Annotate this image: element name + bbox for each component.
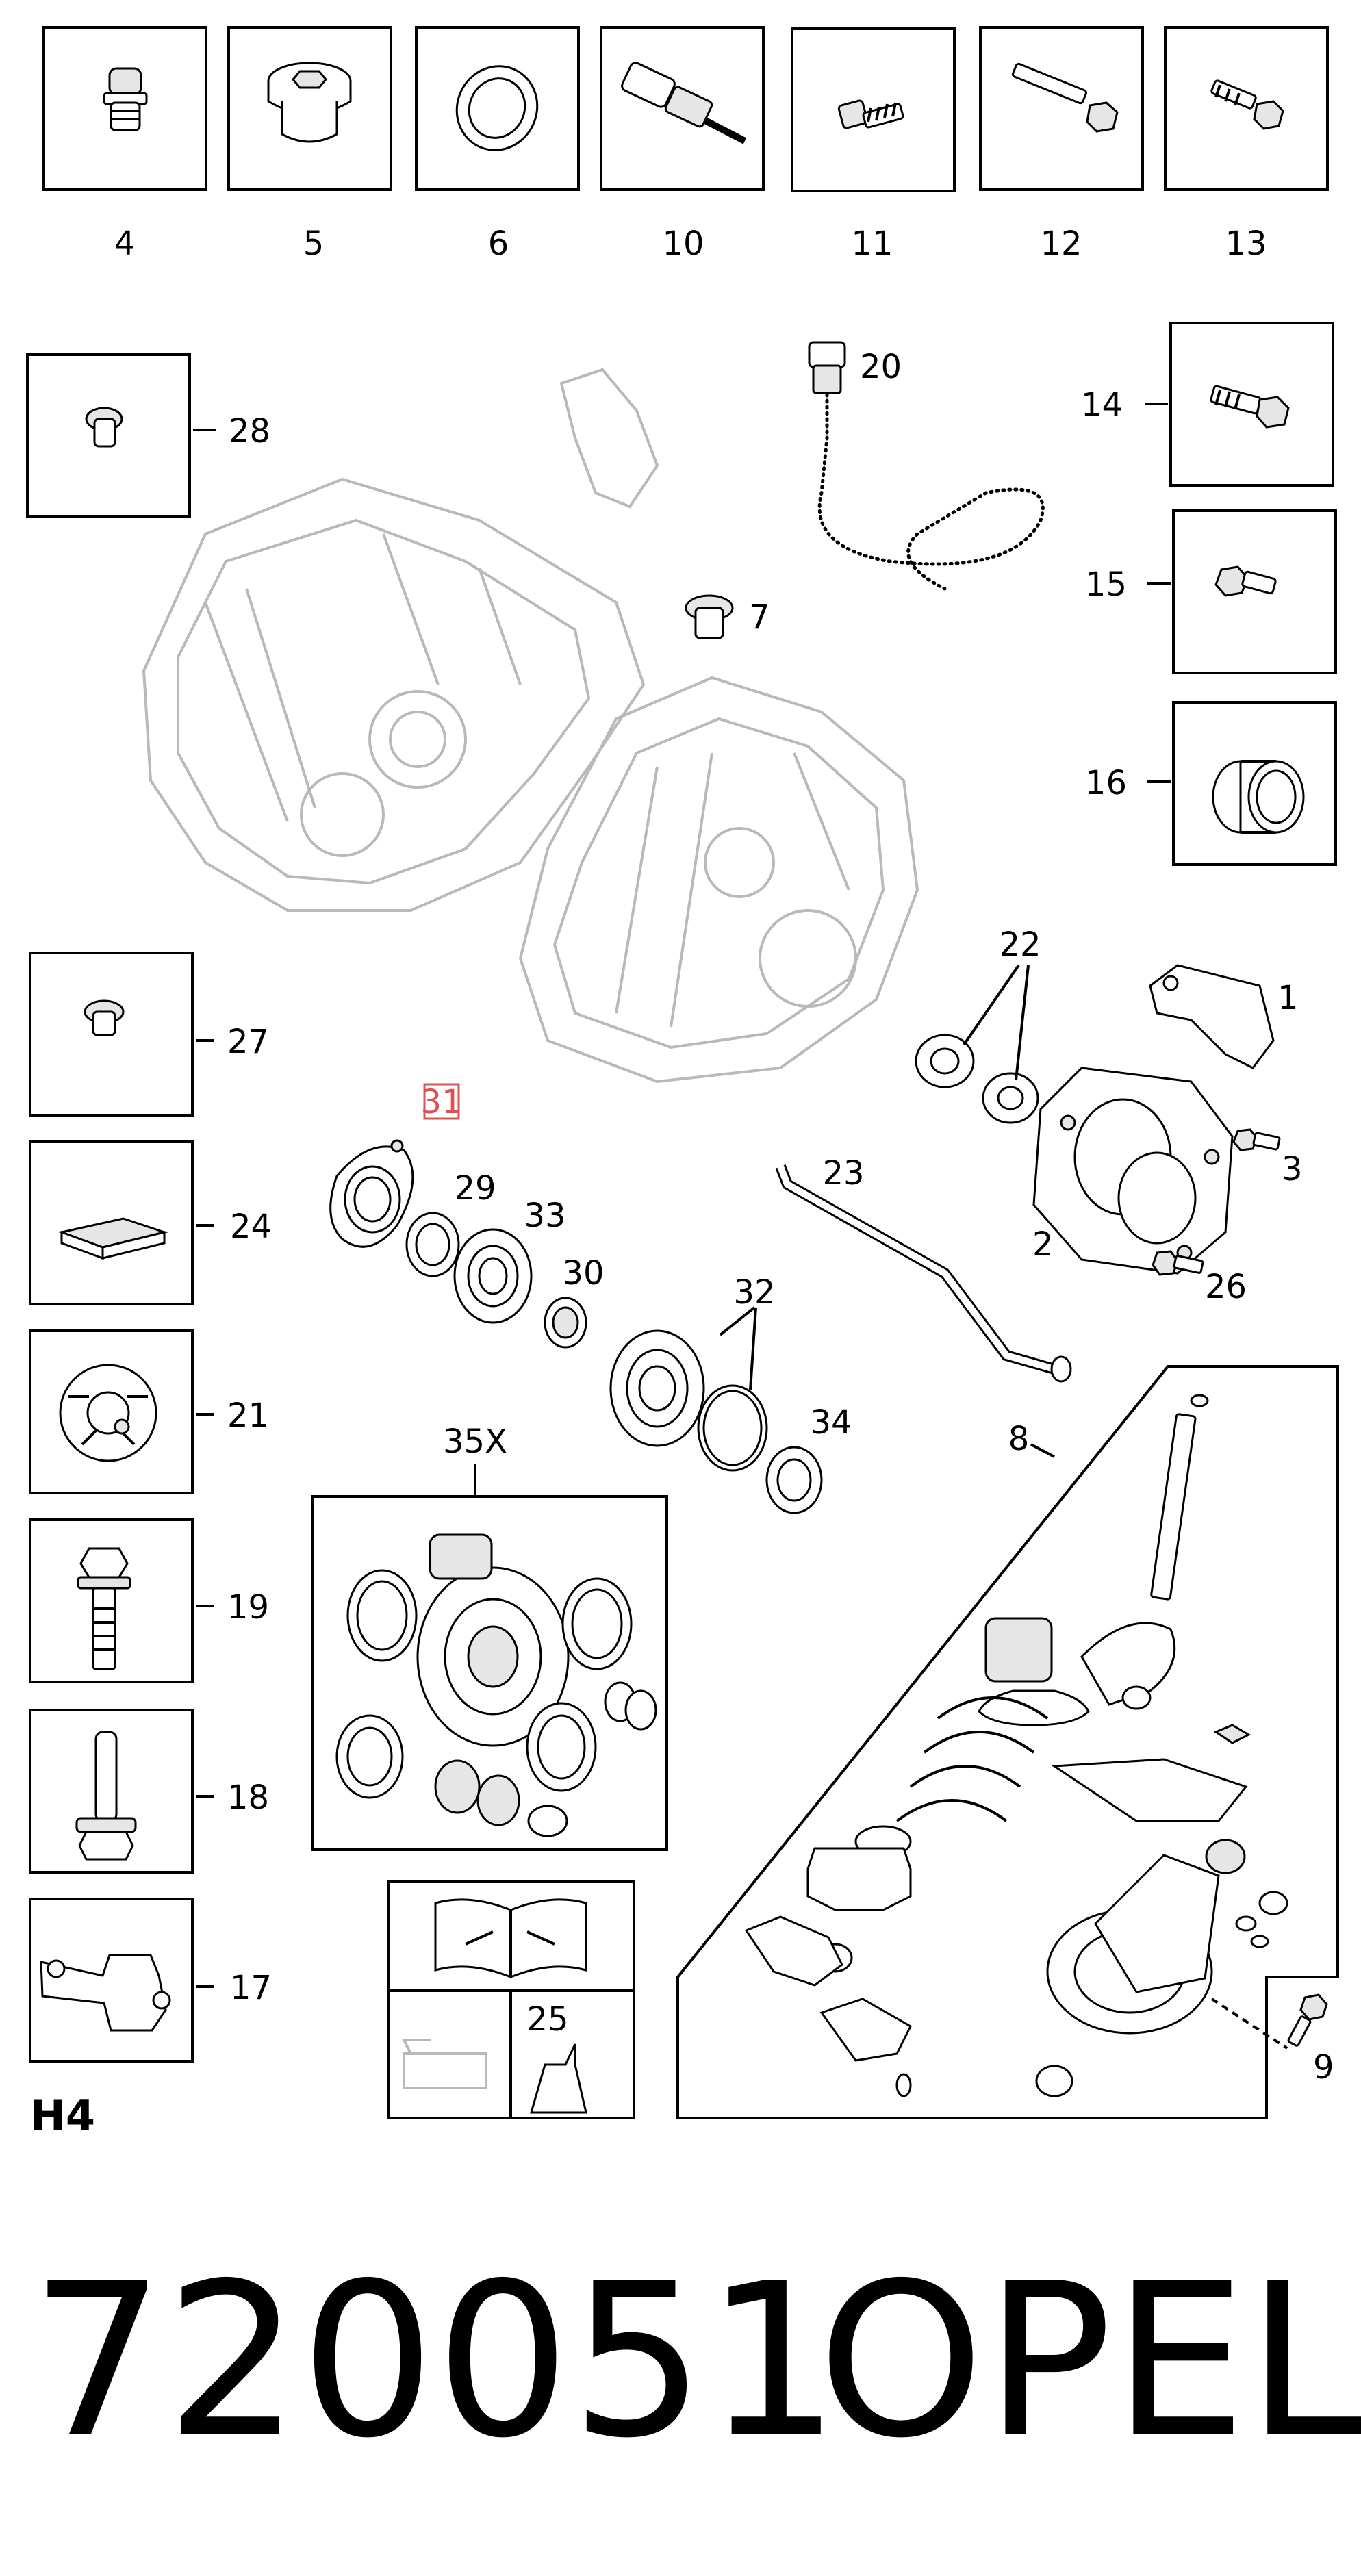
- part-box-6: [415, 26, 580, 191]
- label-part-22: 22: [999, 926, 1041, 964]
- flange-31: [329, 1139, 414, 1248]
- label-part-28: 28: [229, 412, 270, 450]
- bearing-29: [405, 1212, 460, 1277]
- section-label: H4: [30, 2091, 95, 2141]
- label-part-23: 23: [822, 1154, 864, 1193]
- label-part-2: 2: [1032, 1225, 1054, 1264]
- label-part-10: 10: [662, 225, 704, 263]
- label-part-6: 6: [488, 225, 509, 263]
- label-part-4: 4: [114, 225, 136, 263]
- label-part-25: 25: [526, 2000, 568, 2039]
- part-box-19: [29, 1518, 194, 1683]
- part-box-4: [42, 26, 207, 191]
- label-part-26: 26: [1205, 1268, 1247, 1306]
- part-box-18: [29, 1709, 194, 1874]
- label-part-19: 19: [227, 1588, 269, 1627]
- part-box-21: [29, 1329, 194, 1494]
- label-part-35x: 35X: [443, 1423, 507, 1461]
- label-part-3: 3: [1282, 1150, 1303, 1188]
- part-box-14: [1169, 322, 1334, 487]
- label-part-17: 17: [230, 1969, 272, 2007]
- needle-bearing-30: [544, 1297, 587, 1349]
- service-info-box: [387, 1880, 635, 2119]
- bolt-9: [1287, 1993, 1328, 2047]
- part-box-12: [979, 26, 1144, 191]
- part-box-17: [29, 1898, 194, 2063]
- label-part-21: 21: [227, 1397, 269, 1435]
- label-part-30: 30: [562, 1254, 604, 1292]
- label-part-27: 27: [227, 1023, 269, 1061]
- housing-cover-2: [1032, 1067, 1234, 1275]
- clutch-housing-ghost: [142, 477, 646, 912]
- part-31-highlight-box: [423, 1083, 460, 1120]
- label-part-20: 20: [860, 348, 902, 386]
- label-part-9: 9: [1313, 2048, 1334, 2087]
- part-box-11: [791, 27, 956, 192]
- bearing-32: [609, 1306, 768, 1472]
- sealant-bottle-icon: [530, 2043, 587, 2114]
- shim-22: [915, 964, 1039, 1124]
- part-box-16: [1172, 701, 1337, 866]
- synchro-kit-box-35x: [311, 1495, 668, 1851]
- label-part-33: 33: [524, 1197, 565, 1235]
- label-part-5: 5: [303, 225, 325, 263]
- oil-can-ghost-icon: [401, 2039, 487, 2089]
- shift-mechanism-parts: [744, 1394, 1288, 2097]
- part-box-27: [29, 952, 194, 1117]
- label-part-13: 13: [1225, 225, 1267, 263]
- plug-7: [685, 594, 734, 639]
- bearing-33: [453, 1228, 533, 1324]
- brand-name: OPEL: [817, 2238, 1361, 2485]
- label-part-16: 16: [1085, 764, 1127, 802]
- part-box-28: [26, 353, 191, 518]
- label-part-34: 34: [810, 1403, 852, 1442]
- bearing-34: [765, 1446, 823, 1514]
- label-part-1: 1: [1277, 979, 1299, 1017]
- label-part-15: 15: [1085, 565, 1127, 604]
- label-part-11: 11: [851, 225, 893, 263]
- label-part-24: 24: [230, 1208, 272, 1246]
- part-box-15: [1172, 509, 1337, 674]
- shift-mechanism-frame-8: [676, 1365, 1339, 2119]
- bracket-ghost: [559, 368, 659, 509]
- label-part-31: 31: [420, 1083, 462, 1121]
- shift-rod-23: [775, 1164, 1072, 1383]
- label-part-8: 8: [1008, 1420, 1030, 1458]
- label-part-7: 7: [749, 598, 770, 637]
- catalog-number: 720051: [30, 2238, 840, 2485]
- part-box-10: [600, 26, 765, 191]
- transmission-case-ghost: [518, 676, 919, 1084]
- label-part-32: 32: [733, 1273, 775, 1312]
- part-box-5: [227, 26, 392, 191]
- part-box-24: [29, 1140, 194, 1305]
- cover-plate-1: [1149, 964, 1275, 1069]
- part-box-13: [1164, 26, 1329, 191]
- wrench-icon: [465, 1930, 555, 1946]
- label-part-12: 12: [1040, 225, 1082, 263]
- label-part-29: 29: [454, 1169, 496, 1208]
- label-part-14: 14: [1081, 386, 1123, 424]
- bolt-3: [1232, 1128, 1281, 1151]
- bolt-26: [1152, 1250, 1204, 1276]
- label-part-18: 18: [227, 1778, 269, 1817]
- sensor-20: [808, 341, 1045, 591]
